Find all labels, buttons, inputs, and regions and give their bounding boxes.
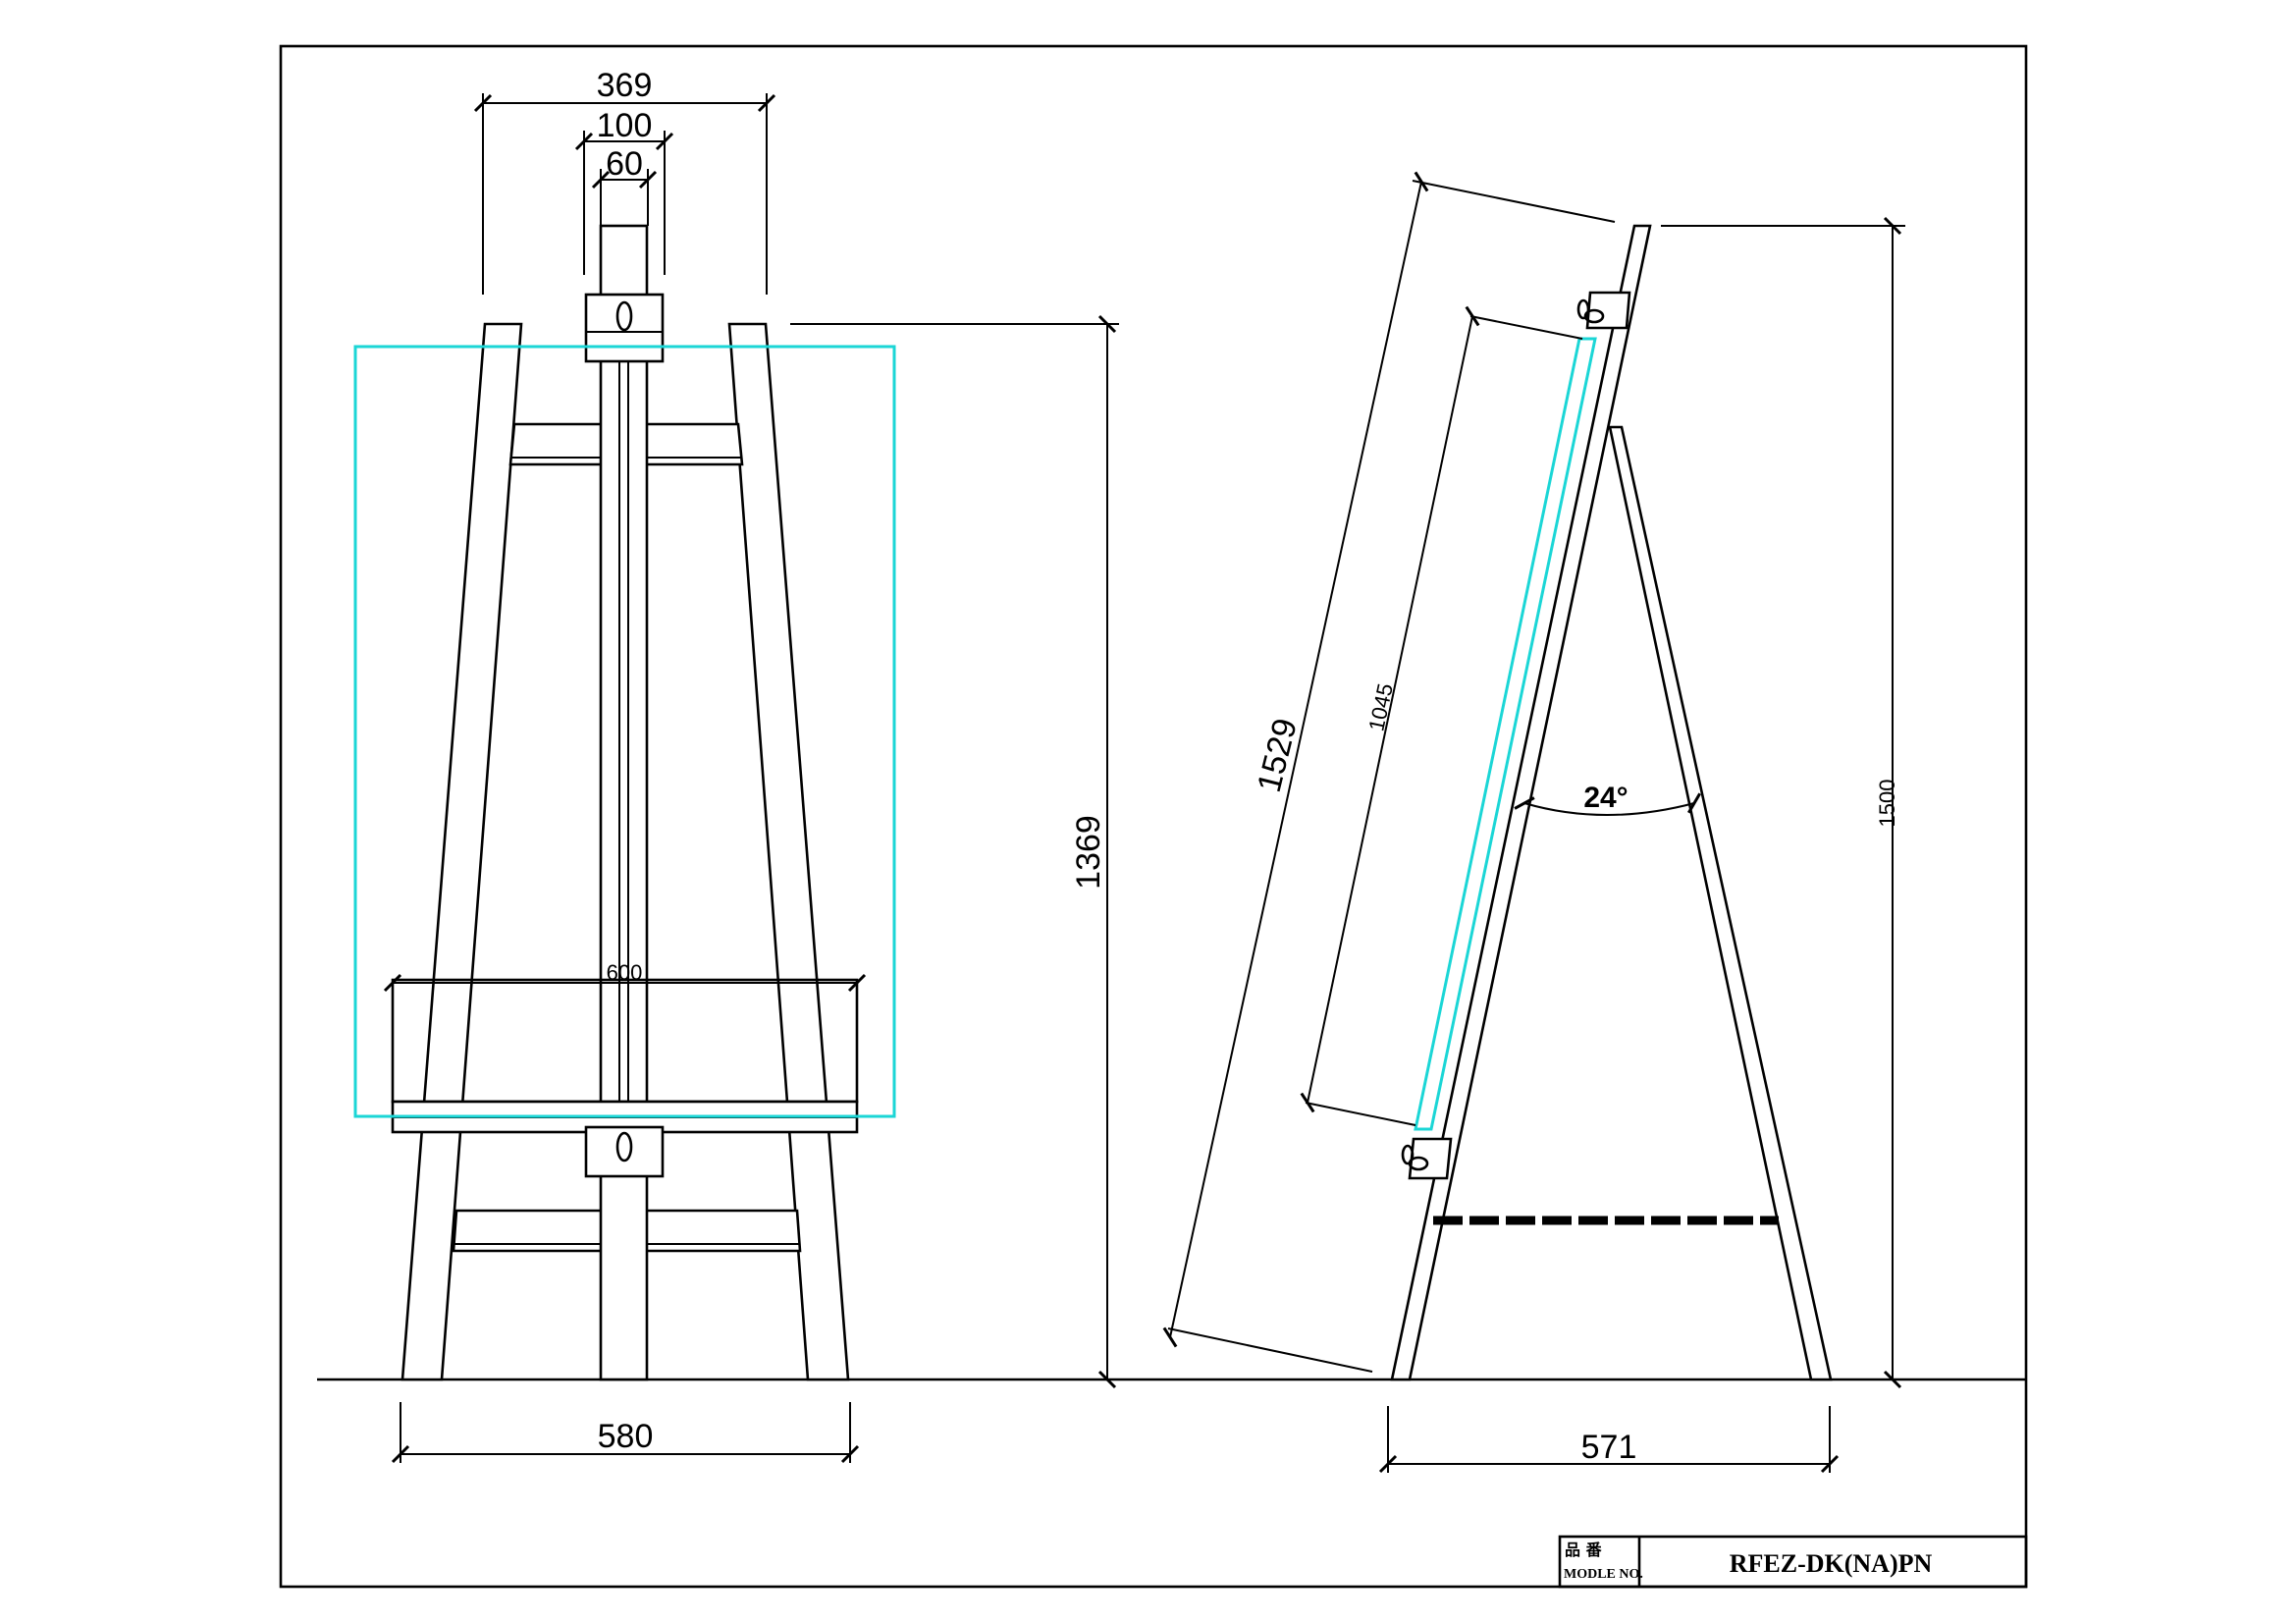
- front-board-outline: [353, 345, 896, 1118]
- title-block-label-en: MODLE NO.: [1564, 1567, 1643, 1582]
- front-top-clamp: [584, 293, 665, 363]
- title-block-model: RFEZ-DK(NA)PN: [1730, 1549, 1933, 1578]
- dim-height: 1369: [1070, 815, 1107, 890]
- side-top-clamp: [1585, 291, 1631, 330]
- dim-angle: 24°: [1583, 782, 1628, 814]
- front-view: 369 100 60 1369 600 580: [353, 67, 1119, 1464]
- side-view: 1529 1045 24° 1500 571: [1162, 171, 1905, 1474]
- dim-mast-inner: 60: [606, 145, 643, 183]
- dim-top-width: 369: [597, 67, 653, 104]
- dim-total-height: 1500: [1875, 780, 1899, 828]
- dim-board-width: 600: [607, 960, 643, 985]
- dim-leg-length: 1529: [1251, 715, 1305, 796]
- dim-board-length: 1045: [1363, 681, 1398, 733]
- dim-base-width: 580: [598, 1418, 654, 1455]
- drawing-border: [279, 44, 2028, 1589]
- front-bottom-clamp: [584, 1125, 665, 1178]
- dim-base-depth: 571: [1581, 1429, 1637, 1466]
- title-block: 品 番 MODLE NO. RFEZ-DK(NA)PN: [1558, 1535, 2028, 1589]
- side-rear-leg: [1608, 425, 1833, 1381]
- title-block-label-cn: 品 番: [1565, 1541, 1603, 1559]
- front-mast: [599, 224, 649, 1381]
- dim-mast-width: 100: [597, 107, 653, 144]
